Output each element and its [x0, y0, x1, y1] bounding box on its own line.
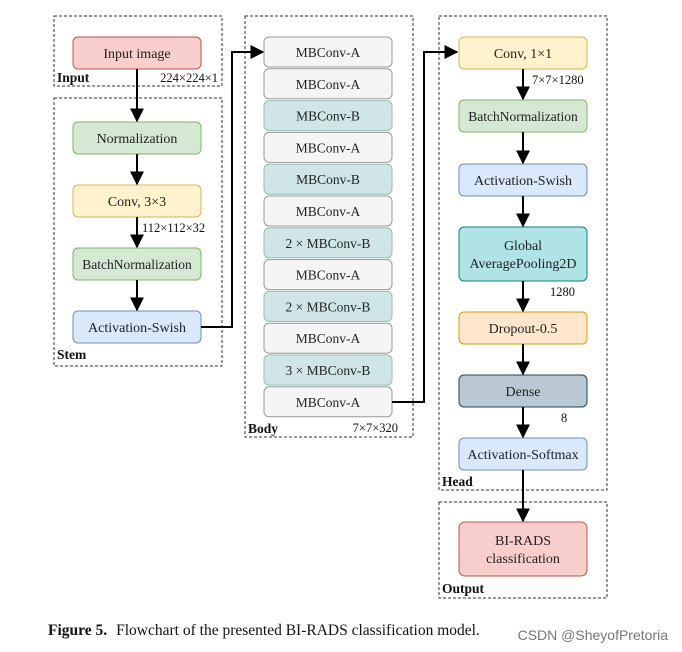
- caption-figure-number: Figure 5.: [48, 622, 107, 639]
- stem-group: [53, 97, 223, 367]
- birads-output-node: [458, 521, 588, 577]
- stem-activation-label: Activation-Swish: [88, 321, 186, 336]
- global-avg-pooling-label-line1: Global: [504, 239, 542, 254]
- body-block-label-10: MBConv-A: [296, 331, 361, 346]
- stem-batchnorm-label: BatchNormalization: [82, 257, 192, 272]
- body-block-label-5: MBConv-B: [296, 172, 360, 187]
- body-block-label-12: MBConv-A: [296, 395, 361, 410]
- body-block-9: [263, 290, 393, 322]
- dense-dim-label: 8: [561, 411, 567, 425]
- stem-group-label: Stem: [57, 347, 87, 362]
- head-group-label: Head: [442, 474, 473, 489]
- body-block-label-8: MBConv-A: [296, 268, 361, 283]
- body-block-label-7: 2 × MBConv-B: [286, 236, 371, 251]
- body-block-label-1: MBConv-A: [296, 45, 361, 60]
- birads-output-label-line2: classification: [486, 552, 560, 567]
- global-avg-pooling-label-line2: AveragePooling2D: [469, 257, 576, 272]
- head-conv-label: Conv, 1×1: [494, 47, 552, 62]
- input-image-label: Input image: [103, 47, 170, 62]
- body-block-label-11: 3 × MBConv-B: [286, 363, 371, 378]
- birads-output-label-line1: BI-RADS: [495, 534, 551, 549]
- head-batchnorm-label: BatchNormalization: [468, 109, 578, 124]
- global-avg-pooling-node: [458, 226, 588, 282]
- figure-caption: Figure 5. Flowchart of the presented BI-…: [48, 622, 480, 639]
- body-block-11: [263, 354, 393, 386]
- body-block-label-4: MBConv-A: [296, 140, 361, 155]
- stem-conv-label: Conv, 3×3: [108, 195, 166, 210]
- body-block-5: [263, 163, 393, 195]
- body-block-6: [263, 195, 393, 227]
- gap-dim-label: 1280: [550, 285, 575, 299]
- head-conv-dim-label: 7×7×1280: [532, 73, 584, 87]
- body-block-label-2: MBConv-A: [296, 77, 361, 92]
- input-group-label: Input: [57, 70, 90, 85]
- body-group-label: Body: [248, 421, 278, 436]
- stem-conv-dim-label: 112×112×32: [142, 221, 205, 235]
- arrow-stem-to-body: [201, 45, 265, 328]
- input-dim-label: 224×224×1: [160, 71, 218, 85]
- body-block-7: [263, 227, 393, 259]
- body-block-1: [263, 36, 393, 68]
- body-block-2: [263, 68, 393, 100]
- head-activation-swish-label: Activation-Swish: [474, 174, 572, 189]
- activation-softmax-label: Activation-Softmax: [467, 448, 578, 463]
- output-group: [438, 501, 608, 599]
- body-block-label-3: MBConv-B: [296, 109, 360, 124]
- watermark: CSDN @SheyofPretoria: [518, 627, 669, 643]
- body-block-4: [263, 131, 393, 163]
- body-block-3: [263, 100, 393, 132]
- caption-text: Flowchart of the presented BI-RADS class…: [116, 622, 480, 639]
- arrow-body-to-head: [392, 45, 459, 403]
- body-blocks: MBConv-A MBConv-A MBConv-B MBConv-A MBConv-B…: [263, 36, 393, 418]
- body-group: [244, 15, 414, 438]
- body-block-label-9: 2 × MBConv-B: [286, 299, 371, 314]
- body-block-10: [263, 322, 393, 354]
- body-block-8: [263, 259, 393, 291]
- body-dim-label: 7×7×320: [353, 421, 398, 435]
- dropout-label: Dropout-0.5: [489, 322, 558, 337]
- dense-label: Dense: [506, 385, 541, 400]
- output-group-label: Output: [442, 581, 485, 596]
- body-block-label-6: MBConv-A: [296, 204, 361, 219]
- normalization-label: Normalization: [97, 132, 178, 147]
